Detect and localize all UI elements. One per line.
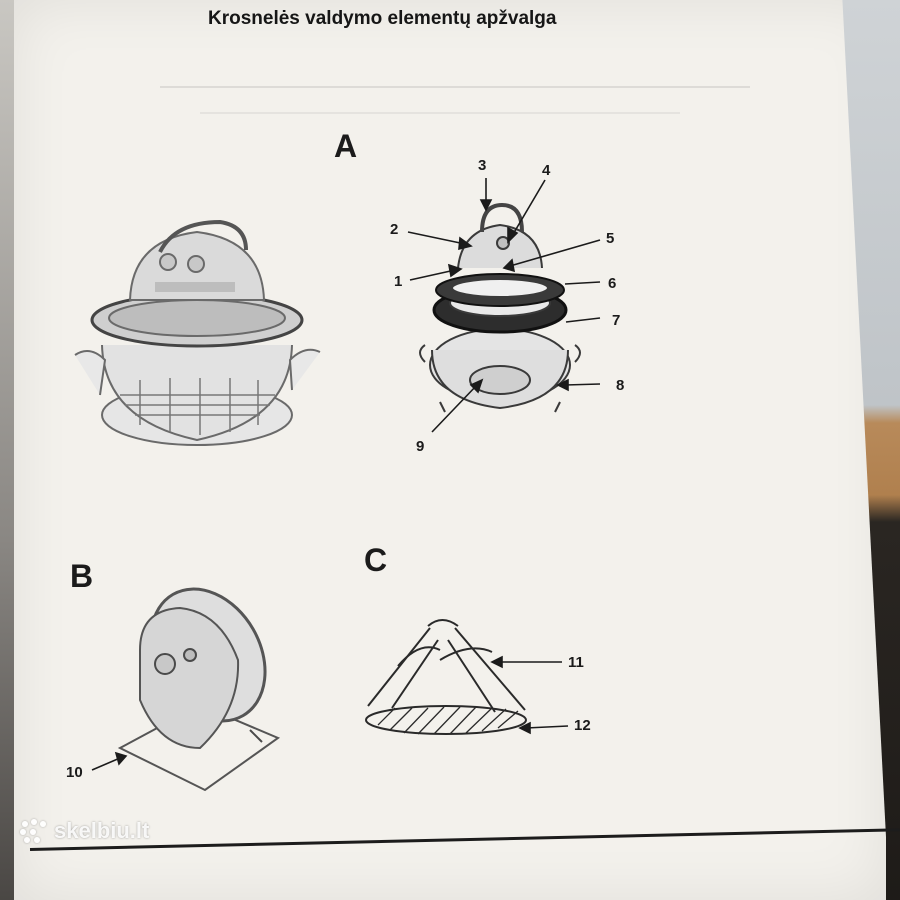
bleed-through-line	[200, 112, 680, 114]
dots-logo-icon	[20, 819, 48, 843]
callout-label-7: 7	[612, 312, 621, 329]
watermark: skelbiu.lt	[20, 818, 149, 844]
callout-label-8: 8	[616, 377, 625, 394]
callout-label-12: 12	[574, 717, 591, 734]
callout-label-2: 2	[390, 221, 399, 238]
callout-label-10: 10	[66, 764, 83, 781]
callout-label-6: 6	[608, 275, 617, 292]
bleed-through-line	[160, 86, 750, 88]
callout-arrows-a	[407, 178, 601, 433]
watermark-text: skelbiu.lt	[54, 818, 150, 843]
lid-stand-illustration	[117, 587, 281, 792]
oven-photo-illustration	[74, 219, 321, 446]
page-title: Krosnelės valdymo elementų apžvalga	[208, 8, 557, 29]
manual-page	[14, 0, 886, 900]
callout-arrow-10	[91, 751, 128, 771]
callout-arrows-c	[490, 655, 569, 735]
callout-label-11: 11	[568, 654, 584, 671]
section-label-c: C	[364, 542, 388, 578]
oven-diagram-illustration	[419, 202, 581, 413]
callout-label-1: 1	[394, 273, 403, 290]
callout-label-3: 3	[478, 157, 487, 174]
section-label-b: B	[70, 558, 94, 594]
section-label-a: A	[334, 128, 358, 164]
callout-label-5: 5	[606, 230, 615, 247]
rack-illustration	[365, 619, 527, 735]
callout-label-9: 9	[416, 438, 425, 455]
callout-label-4: 4	[542, 162, 551, 179]
